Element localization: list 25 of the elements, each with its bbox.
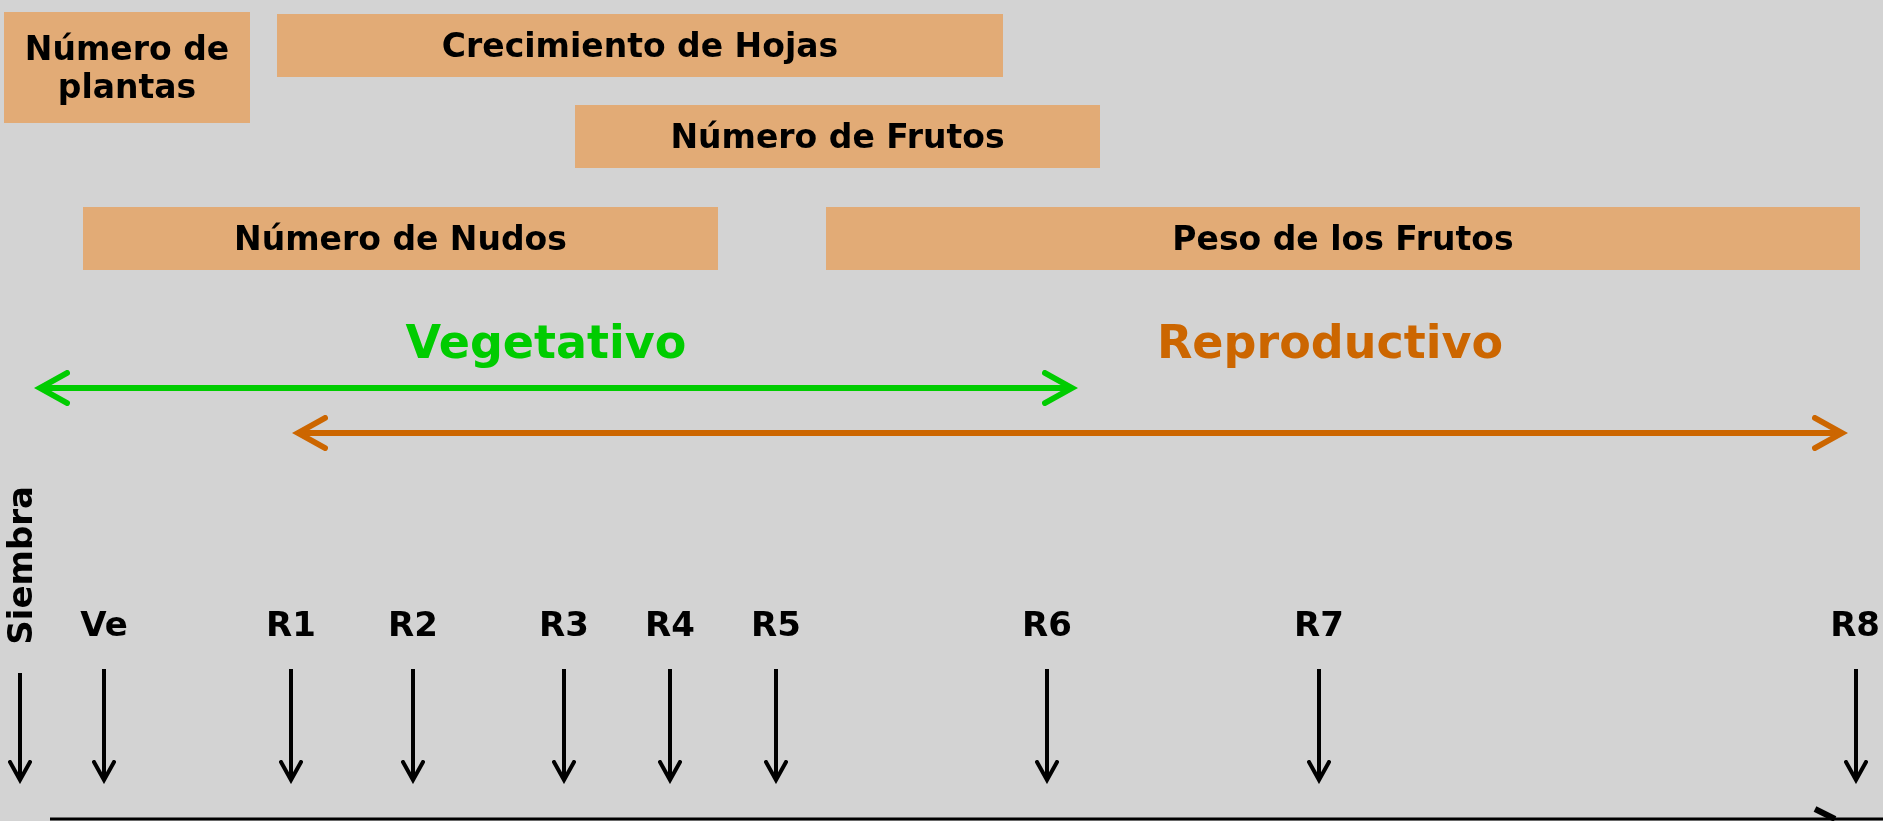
arrow [764, 669, 788, 782]
stage-label: R5 [751, 607, 801, 641]
arrow [1307, 669, 1331, 782]
stage-label: Siembra [3, 486, 37, 645]
arrow [401, 669, 425, 782]
factor-bar: Peso de los Frutos [826, 207, 1860, 270]
arrow [279, 669, 303, 782]
arrow [1035, 669, 1059, 782]
stage-label: Ve [80, 607, 128, 641]
stage-label: R7 [1294, 607, 1344, 641]
stage-label: R6 [1022, 607, 1072, 641]
factor-bar: Número de plantas [4, 12, 250, 123]
stage-label: R2 [388, 607, 438, 641]
factor-bar: Número de Nudos [83, 207, 718, 270]
factor-bar: Crecimiento de Hojas [277, 14, 1003, 77]
stage-label: R4 [645, 607, 695, 641]
arrow [552, 669, 576, 782]
stage-label: R1 [266, 607, 316, 641]
arrow [92, 669, 116, 782]
stage-label: R3 [539, 607, 589, 641]
factor-bar: Número de Frutos [575, 105, 1100, 168]
arrow [658, 669, 682, 782]
arrow [1844, 669, 1868, 782]
stage-label: R8 [1830, 607, 1880, 641]
arrow [8, 673, 32, 782]
